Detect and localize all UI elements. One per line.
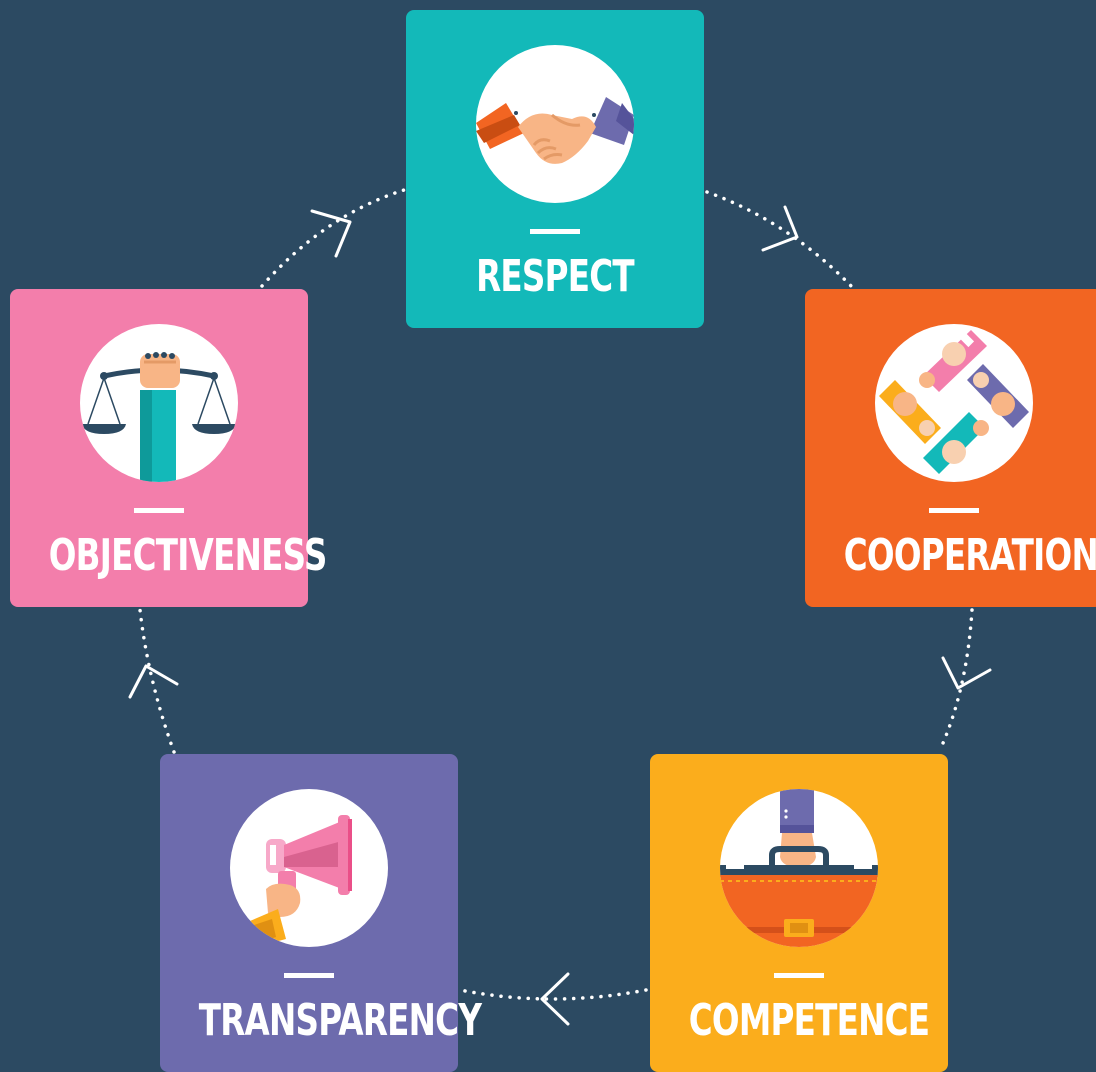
divider	[774, 973, 824, 978]
competence-label: COMPETENCE	[688, 995, 930, 1046]
briefcase-icon	[720, 789, 878, 947]
card-objectiveness: OBJECTIVENESS	[10, 289, 328, 607]
megaphone-icon	[230, 789, 388, 947]
transparency-label: TRANSPARENCY	[198, 995, 482, 1046]
connector-objectiveness-to-respect	[260, 188, 406, 288]
arrowhead-4	[540, 972, 570, 1026]
connector-cooperation-to-competence	[938, 608, 974, 752]
arrowhead-1	[310, 209, 352, 258]
divider	[929, 508, 979, 513]
linked-hands-icon	[875, 324, 1033, 482]
scales-icon	[80, 324, 238, 482]
divider	[284, 973, 334, 978]
objectiveness-label: OBJECTIVENESS	[48, 530, 328, 581]
handshake-icon	[476, 45, 634, 203]
card-respect: RESPECT	[406, 10, 704, 328]
connector-respect-to-cooperation	[705, 190, 857, 292]
connector-transparency-to-objectiveness	[138, 608, 176, 754]
card-cooperation: COOPERATION	[805, 289, 1096, 607]
respect-label: RESPECT	[476, 251, 635, 302]
divider	[134, 508, 184, 513]
card-competence: COMPETENCE	[650, 754, 948, 1072]
card-transparency: TRANSPARENCY	[160, 754, 482, 1072]
arrowhead-3	[941, 656, 992, 690]
arrowhead-5	[128, 664, 179, 699]
arrowhead-2	[761, 205, 799, 252]
cooperation-label: COOPERATION	[843, 530, 1096, 581]
divider	[530, 229, 580, 234]
connector-competence-to-transparency	[458, 988, 648, 1001]
